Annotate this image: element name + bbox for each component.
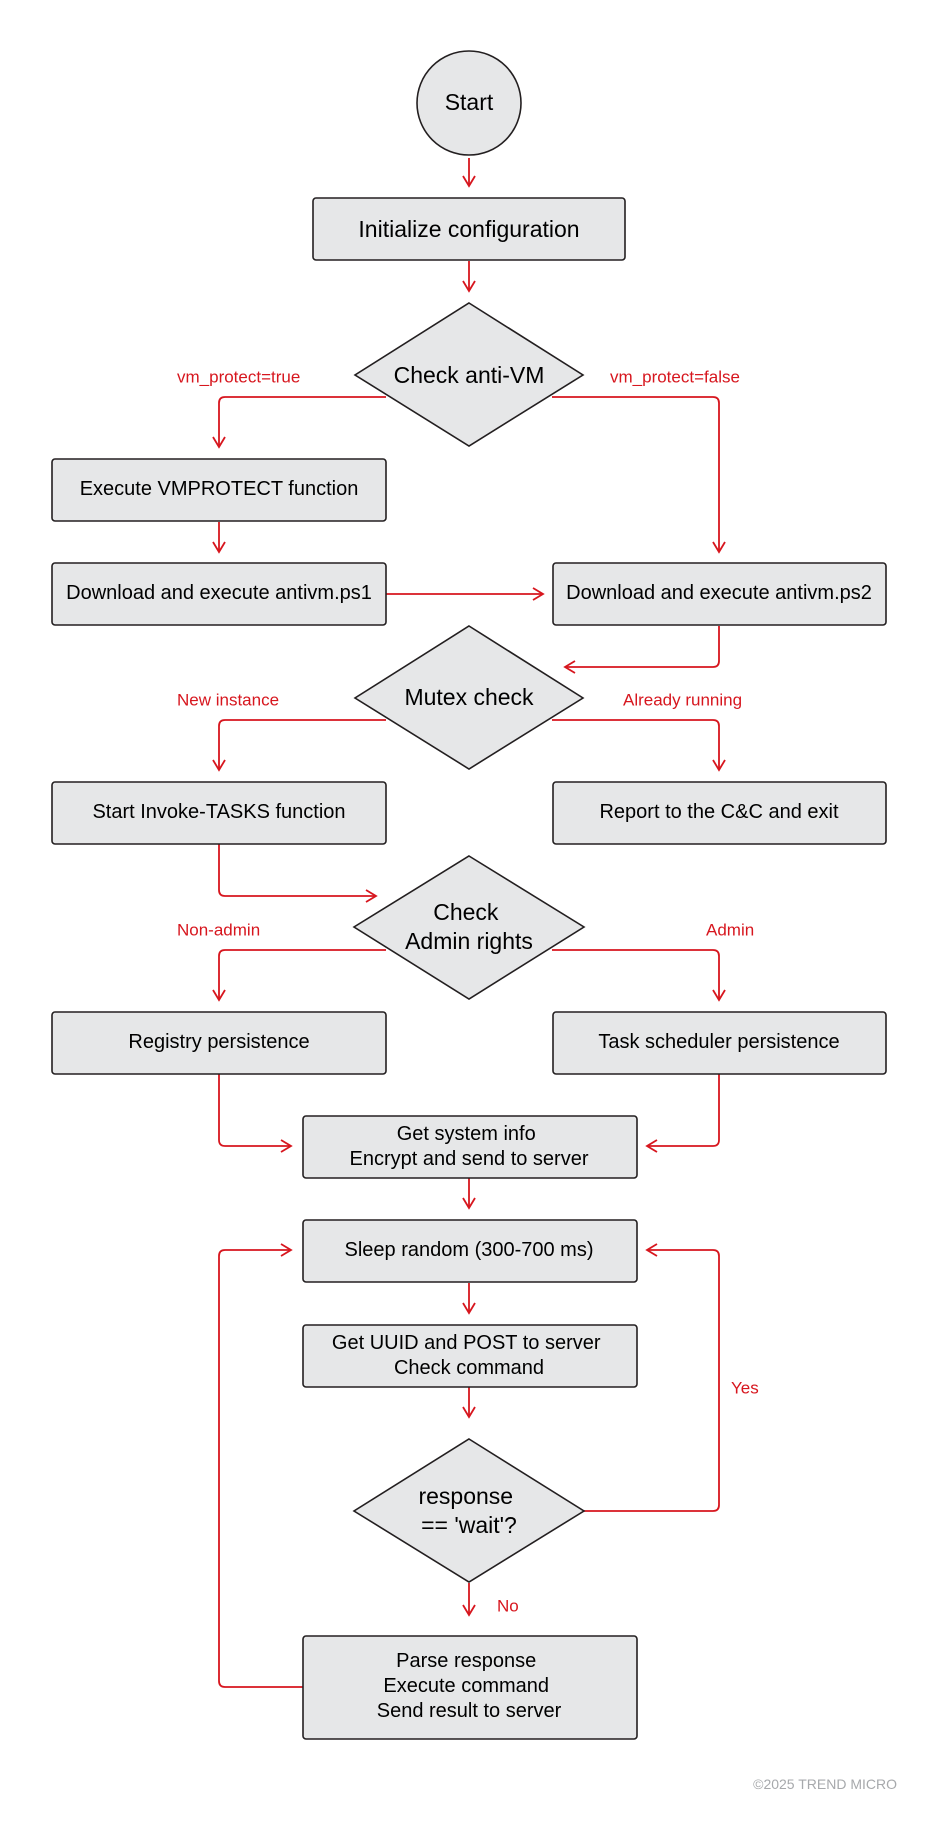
vmprotect-node: Execute VMPROTECT function [51,458,387,522]
sleep-random-node: Sleep random (300-700 ms) [302,1219,638,1283]
mutex-check-decision: Mutex check [353,625,585,770]
registry-persistence-node: Registry persistence [51,1011,387,1075]
admin-rights-decision: Check Admin rights [352,855,586,1000]
start-node: Start [416,50,522,156]
report-exit-label: Report to the C&C and exit [599,801,838,823]
edge-label-no: No [497,1596,519,1615]
edge-ps2-mutex [563,626,720,674]
sleep-random-label: Sleep random (300-700 ms) [344,1239,593,1261]
edge-labels: vm_protect=true vm_protect=false New ins… [177,367,759,1615]
edge-mutex-invoke [212,719,386,772]
antivm-ps1-node: Download and execute antivm.ps1 [51,562,387,626]
edge-parse-sleep [218,1243,303,1688]
edge-task-sysinfo [645,1074,720,1153]
check-antivm-decision: Check anti-VM [353,302,585,447]
edge-antivm-vmprotect [212,396,386,449]
edge-registry-sysinfo [218,1074,293,1153]
registry-persistence-label: Registry persistence [128,1031,309,1053]
check-antivm-label: Check anti-VM [394,362,545,388]
system-info-node: Get system info Encrypt and send to serv… [302,1115,638,1179]
edge-label-yes: Yes [731,1378,759,1397]
parse-response-label: Parse response Execute command Send resu… [377,1650,562,1722]
edge-admin-task [552,949,726,1002]
edge-label-vm-true: vm_protect=true [177,367,300,386]
wait-decision: response == 'wait'? [352,1438,586,1583]
edge-mutex-report [552,719,726,772]
admin-rights-label: Check Admin rights [405,899,533,954]
start-node-label: Start [445,89,494,115]
antivm-ps2-label: Download and execute antivm.ps2 [566,582,872,604]
invoke-tasks-label: Start Invoke-TASKS function [92,801,345,823]
edge-label-new-instance: New instance [177,690,279,709]
task-scheduler-node: Task scheduler persistence [552,1011,887,1075]
edge-wait-sleep-yes [584,1243,720,1512]
edge-antivm-ps2 [552,396,726,554]
task-scheduler-label: Task scheduler persistence [598,1031,839,1053]
edge-label-admin: Admin [706,920,754,939]
get-uuid-node: Get UUID and POST to server Check comman… [302,1324,638,1388]
edge-label-vm-false: vm_protect=false [610,367,740,386]
wait-decision-label: response == 'wait'? [418,1483,519,1538]
edge-label-non-admin: Non-admin [177,920,260,939]
antivm-ps2-node: Download and execute antivm.ps2 [552,562,887,626]
vmprotect-label: Execute VMPROTECT function [80,478,359,500]
edge-invoke-admin [218,844,378,903]
invoke-tasks-node: Start Invoke-TASKS function [51,781,387,845]
nodes: Start Initialize configuration Check ant… [51,50,887,1740]
init-config-label: Initialize configuration [358,216,579,242]
edge-label-already-running: Already running [623,690,742,709]
init-config-node: Initialize configuration [312,197,626,261]
parse-response-node: Parse response Execute command Send resu… [302,1635,638,1740]
mutex-check-label: Mutex check [404,684,534,710]
system-info-label: Get system info Encrypt and send to serv… [349,1123,588,1170]
copyright-footer: ©2025 TREND MICRO [753,1776,897,1792]
report-exit-node: Report to the C&C and exit [552,781,887,845]
get-uuid-label: Get UUID and POST to server Check comman… [332,1332,606,1379]
antivm-ps1-label: Download and execute antivm.ps1 [66,582,372,604]
edge-admin-registry [212,949,386,1002]
edges [212,158,726,1688]
